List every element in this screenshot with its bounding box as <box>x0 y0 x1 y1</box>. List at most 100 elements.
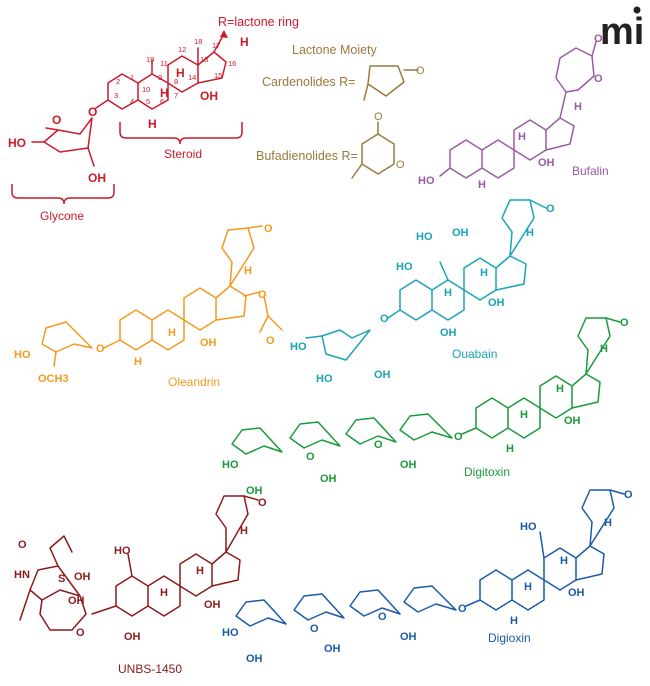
digioxin-ho: HO <box>222 627 239 639</box>
template-number-19: 19 <box>146 55 154 64</box>
cardenolides-label: Cardenolides R= <box>262 75 355 89</box>
digitoxin-ho: HO <box>222 459 239 471</box>
oleandrin-labels: O O O O OH H H H HO OCH3 <box>14 223 275 385</box>
template-numbers: 1 2 3 4 5 6 7 8 9 10 11 12 13 14 15 16 1… <box>114 37 236 106</box>
digioxin-oh-14: OH <box>568 587 585 599</box>
ouabain-oh-sugar: OH <box>374 369 391 381</box>
ouabain-ho-top: HO <box>416 231 433 243</box>
template-number-13: 13 <box>200 55 208 64</box>
ouabain-oh-top: OH <box>452 227 469 239</box>
ouabain-ho-mid: HO <box>396 261 413 273</box>
oleandrin-o-ester: O <box>258 289 267 301</box>
ouabain-ho-sugar-1: HO <box>290 341 307 353</box>
digitoxin-oh-3: OH <box>400 459 417 471</box>
ouabain-oh-14: OH <box>488 297 505 309</box>
digioxin-h-5: H <box>510 615 518 627</box>
template-number-2: 2 <box>116 77 120 86</box>
unbs-oh-5: OH <box>124 631 141 643</box>
template-number-14: 14 <box>188 73 196 82</box>
digioxin-h-9: H <box>524 581 532 593</box>
unbs-structure <box>19 495 259 631</box>
template-number-16: 16 <box>228 59 236 68</box>
oleandrin-name: Oleandrin <box>168 375 220 389</box>
template-number-15: 15 <box>214 71 222 80</box>
unbs-o-carbonyl: O <box>18 539 27 551</box>
template-number-1: 1 <box>130 73 134 82</box>
oleandrin-h-8: H <box>168 327 176 339</box>
bufadienolide-ring <box>351 121 395 179</box>
ouabain-labels: HO OH HO OH OH H H H O O HO HO OH <box>290 203 555 385</box>
glycone-brace <box>11 184 115 205</box>
digitoxin-h-5: H <box>506 443 514 455</box>
digitoxin-h-17: H <box>600 343 608 355</box>
ouabain-h-17: H <box>526 227 534 239</box>
digioxin-h-17: H <box>604 517 612 529</box>
template-r-label: R=lactone ring <box>218 15 299 29</box>
bufadienolide-o-top: O <box>374 111 383 123</box>
ouabain-name: Ouabain <box>452 347 497 361</box>
bufalin-labels: HO OH H H H O O <box>418 33 603 191</box>
ouabain-o-lactone: O <box>546 203 555 215</box>
template-number-3: 3 <box>114 91 118 100</box>
template-number-6: 6 <box>160 97 164 106</box>
template-ho-sugar-left: HO <box>8 136 26 150</box>
digitoxin-o-glyco-1: O <box>374 439 383 451</box>
steroid-brace <box>119 122 243 145</box>
steroid-label: Steroid <box>164 147 202 161</box>
digitoxin-o-lactone: O <box>620 317 629 329</box>
unbs-nh: HN <box>14 569 30 581</box>
bufalin-h-17: H <box>574 101 582 113</box>
template-number-5: 5 <box>146 97 150 106</box>
template-number-8: 8 <box>174 77 178 86</box>
oleandrin-o-link: O <box>96 343 105 355</box>
logo-dot <box>633 6 641 14</box>
digitoxin-h-9: H <box>520 409 528 421</box>
oleandrin-o-lactone: O <box>264 223 273 235</box>
template-number-9: 9 <box>158 73 162 82</box>
digitoxin-o-link: O <box>454 431 463 443</box>
template-atom-labels: OH H H H H O HO OH O <box>8 35 249 185</box>
digioxin-oh-2: OH <box>324 643 341 655</box>
unbs-ho: HO <box>114 545 131 557</box>
unbs-oh-14: OH <box>204 599 221 611</box>
cardenolide-ring <box>363 65 419 101</box>
ouabain-structure <box>305 199 547 361</box>
ouabain-oh-5: OH <box>440 327 457 339</box>
oleandrin-h-17: H <box>244 265 252 277</box>
bufalin-o-top: O <box>594 33 603 45</box>
ouabain-ho-sugar-2: HO <box>316 373 333 385</box>
template-h-5: H <box>148 117 157 131</box>
template-h-17: H <box>240 35 249 49</box>
digitoxin-o-glyco-2: O <box>306 451 315 463</box>
digioxin-o-link: O <box>458 603 467 615</box>
logo: mi <box>600 6 644 53</box>
bufadienolides-label: Bufadienolides R= <box>256 149 358 163</box>
bufalin-h-5: H <box>478 179 486 191</box>
unbs-o-lactone: O <box>258 497 267 509</box>
digioxin-h-8: H <box>560 555 568 567</box>
lactone-title: Lactone Moiety <box>292 43 378 57</box>
unbs-h-17: H <box>240 525 248 537</box>
unbs-oh-left: OH <box>68 595 85 607</box>
template-structure <box>31 30 228 167</box>
unbs-h-8: H <box>196 565 204 577</box>
cardenolide-o: O <box>416 65 425 77</box>
unbs-o-ring: O <box>76 627 85 639</box>
digioxin-structure <box>235 489 625 627</box>
oleandrin-oh: OH <box>200 337 217 349</box>
digioxin-name: Digioxin <box>488 631 531 645</box>
ouabain-h-9: H <box>444 287 452 299</box>
unbs-s: S <box>58 573 65 585</box>
glycone-label: Glycone <box>40 209 84 223</box>
bufalin-name: Bufalin <box>572 164 609 178</box>
digitoxin-name: Digitoxin <box>464 465 510 479</box>
template-oh-14: OH <box>200 89 218 103</box>
bufalin-o-ring: O <box>594 73 603 85</box>
digioxin-oh-3: OH <box>400 631 417 643</box>
template-h-8: H <box>176 66 185 80</box>
ouabain-o-link: O <box>380 313 389 325</box>
digioxin-oh-1: OH <box>246 653 263 665</box>
template-number-7: 7 <box>174 91 178 100</box>
bufalin-oh: OH <box>538 157 555 169</box>
